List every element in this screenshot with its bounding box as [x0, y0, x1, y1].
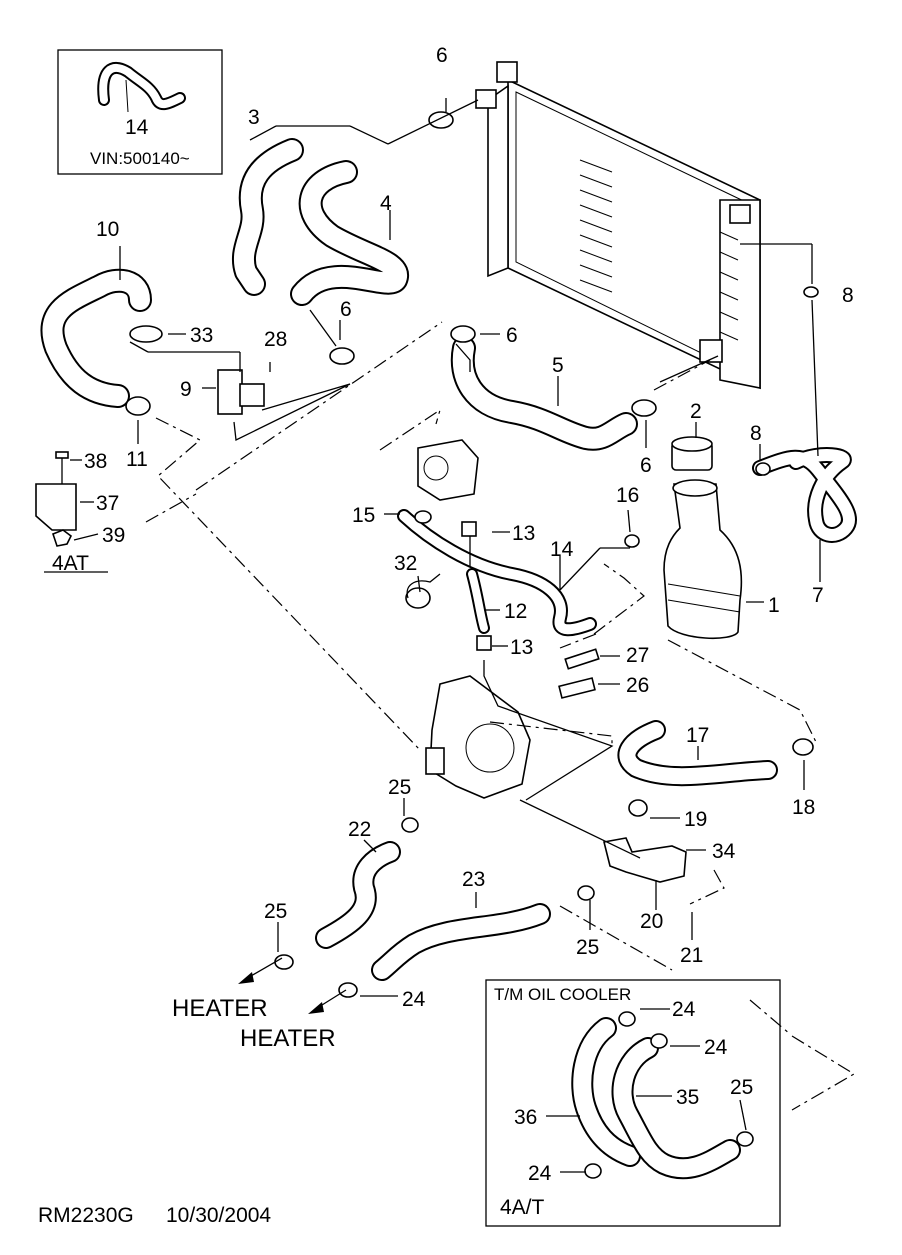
callout-13-upper: 13 [512, 522, 535, 545]
callout-25-left: 25 [264, 900, 287, 923]
dash-dot-lines [145, 321, 856, 1111]
callout-33: 33 [190, 324, 213, 347]
callout-14-inset: 14 [125, 116, 149, 139]
callout-27: 27 [626, 644, 649, 667]
fitting-9 [217, 369, 265, 415]
callout-18: 18 [792, 796, 815, 819]
heater-label-2: HEATER [240, 1025, 336, 1052]
callout-24-oc-1: 24 [672, 998, 696, 1021]
callout-22: 22 [348, 818, 371, 841]
callout-16: 16 [616, 484, 639, 507]
callout-36: 36 [514, 1106, 537, 1129]
inset-vin-label: VIN:500140~ [90, 149, 190, 168]
bracket-4at [35, 451, 77, 547]
callout-13-lower: 13 [510, 636, 533, 659]
callout-15: 15 [352, 504, 375, 527]
oil-cooler-box [485, 979, 781, 1227]
callout-23: 23 [462, 868, 485, 891]
oil-cooler-title: T/M OIL COOLER [494, 985, 631, 1004]
callout-5: 5 [552, 354, 564, 377]
callout-25-upper: 25 [388, 776, 411, 799]
variant-4at-label: 4AT [52, 552, 89, 575]
radiator [475, 61, 761, 390]
oil-cooler-variant: 4A/T [500, 1196, 545, 1219]
heater-arrows [238, 957, 347, 1014]
callout-19: 19 [684, 808, 707, 831]
callout-14: 14 [550, 538, 574, 561]
callout-4: 4 [380, 192, 392, 215]
callout-8-lower: 8 [750, 422, 762, 445]
callout-24-oc-2: 24 [704, 1036, 728, 1059]
callout-25-oc: 25 [730, 1076, 753, 1099]
callout-35: 35 [676, 1086, 699, 1109]
sensors [558, 648, 600, 699]
callout-39: 39 [102, 524, 125, 547]
callout-9: 9 [180, 378, 192, 401]
callout-37: 37 [96, 492, 119, 515]
inset-vin-box [57, 49, 223, 175]
callout-24-main: 24 [402, 988, 426, 1011]
footer-date: 10/30/2004 [166, 1204, 271, 1227]
callout-26: 26 [626, 674, 649, 697]
callout-25-mid: 25 [576, 936, 599, 959]
clamps [125, 111, 819, 1179]
callout-12: 12 [504, 600, 527, 623]
callout-10: 10 [96, 218, 119, 241]
thermostat-housing [425, 675, 531, 799]
callout-20: 20 [640, 910, 663, 933]
callout-3: 3 [248, 106, 260, 129]
callout-21: 21 [680, 944, 703, 967]
callout-32: 32 [394, 552, 417, 575]
callout-8-upper: 8 [842, 284, 854, 307]
callout-6-top: 6 [436, 44, 448, 67]
callout-28: 28 [264, 328, 287, 351]
callout-34: 34 [712, 840, 736, 863]
hoses [40, 138, 857, 1180]
callout-2: 2 [690, 400, 702, 423]
heater-label-1: HEATER [172, 995, 268, 1022]
reservoir-tank [663, 436, 743, 640]
callout-6-mid: 6 [506, 324, 518, 347]
callout-24-oc-3: 24 [528, 1162, 552, 1185]
callout-1: 1 [768, 594, 780, 617]
callout-38: 38 [84, 450, 107, 473]
callout-17: 17 [686, 724, 709, 747]
callout-6-lower: 6 [640, 454, 652, 477]
outlet-fitting [603, 837, 687, 883]
callout-7: 7 [812, 584, 824, 607]
clip-32 [406, 573, 441, 599]
footer-ref-code: RM2230G [38, 1204, 134, 1227]
callout-6-left: 6 [340, 298, 352, 321]
callout-11: 11 [126, 448, 148, 471]
throttle-body [417, 439, 479, 501]
leader-lines [70, 98, 821, 1173]
